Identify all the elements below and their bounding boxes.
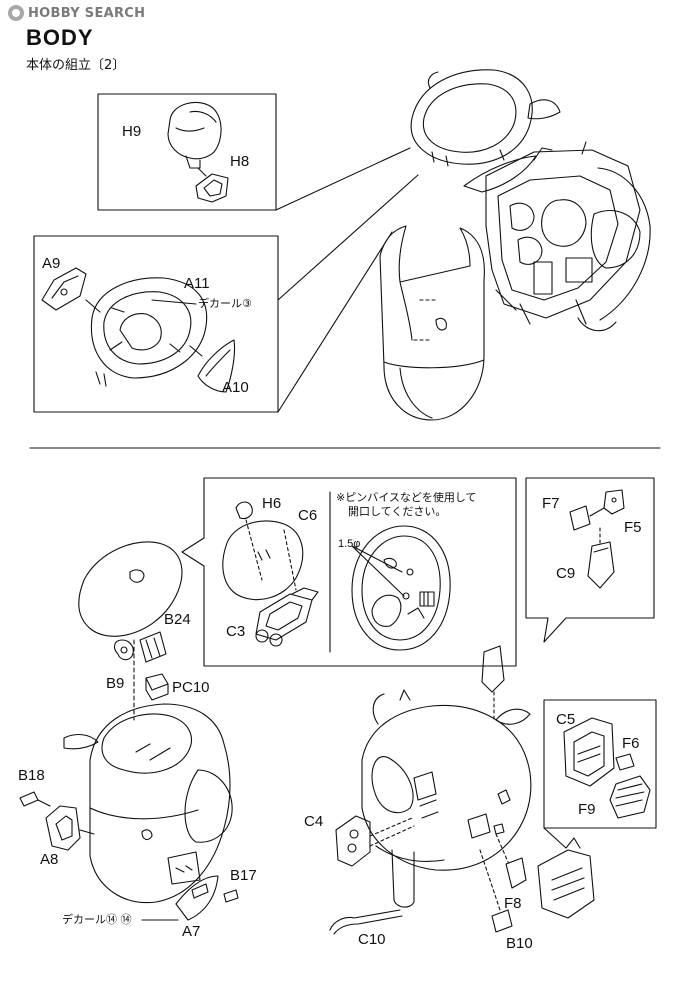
main-body-assembly-top: [410, 69, 651, 332]
label-b18: B18: [18, 767, 45, 784]
label-f7: F7: [542, 495, 560, 512]
callout-box-h9-h8: [97, 93, 277, 211]
part-h9-head: [167, 102, 222, 169]
part-b17: [223, 889, 239, 903]
part-b18: [19, 791, 39, 807]
label-c4: C4: [304, 813, 324, 830]
label-c5: C5: [556, 711, 576, 728]
guide-line: [369, 817, 415, 847]
front-shell-top: [379, 225, 485, 421]
label-decal-14: デカール⑭ ⑭: [62, 913, 132, 926]
page-title: BODY: [26, 25, 94, 50]
callout-box-a11: [33, 235, 279, 413]
drill-note-line1: ※ピンバイスなどを使用して: [336, 491, 477, 504]
drill-size-label: 1.5φ: [338, 538, 361, 550]
callout-box-f7-f5: [525, 477, 655, 643]
part-a7: [175, 875, 219, 921]
label-a7: A7: [182, 923, 201, 940]
part-c4: [335, 815, 371, 867]
label-h8: H8: [230, 153, 250, 170]
label-h9: H9: [122, 123, 142, 140]
part-a8: [45, 805, 81, 851]
part-f9: [609, 775, 651, 819]
part-c6-disc: [222, 520, 304, 601]
label-f5: F5: [624, 519, 642, 536]
part-a9: [41, 267, 87, 311]
part-c10: [329, 909, 403, 935]
label-pc10: PC10: [172, 679, 210, 696]
part-f7: [569, 505, 591, 531]
label-a9: A9: [42, 255, 61, 272]
drill-leader: [351, 545, 405, 597]
part-h8: [195, 173, 229, 203]
label-c9: C9: [556, 565, 576, 582]
arrow: [189, 345, 203, 357]
page-subtitle: 本体の組立〔2〕: [26, 58, 126, 73]
hobby-search-logo-icon: [8, 5, 24, 21]
watermark-text: HOBBY SEARCH: [28, 5, 146, 21]
callout-leader: [543, 827, 567, 849]
guide-line: [283, 529, 297, 591]
drill-hatch: [351, 525, 451, 651]
decal3-leader: [151, 299, 197, 305]
arrow: [85, 299, 101, 313]
part-c9: [587, 541, 615, 589]
label-a10: A10: [222, 379, 249, 396]
guide-line: [479, 833, 509, 911]
drill-leader: [351, 545, 403, 573]
label-f6: F6: [622, 735, 640, 752]
arrow: [589, 507, 605, 517]
label-f9: F9: [578, 801, 596, 818]
arrow: [197, 167, 207, 177]
part-f8: [505, 857, 527, 889]
part-f5: [603, 489, 625, 515]
label-b24: B24: [164, 611, 191, 628]
part-b24: [139, 631, 167, 663]
main-body-assembly-left: [63, 703, 233, 904]
label-c10: C10: [358, 931, 386, 948]
leader-line: [277, 231, 393, 413]
part-a11-hull: [90, 277, 208, 387]
leader-line: [277, 174, 419, 301]
label-c3: C3: [226, 623, 246, 640]
part-h6: [235, 501, 253, 520]
part-b10: [491, 909, 513, 933]
guide-line: [245, 519, 263, 581]
label-a11: A11: [184, 275, 210, 292]
callout-box-h6-c6: [181, 477, 517, 667]
part-c5-installed: [537, 837, 595, 919]
label-b10: B10: [506, 935, 533, 952]
part-c5: [563, 717, 615, 787]
label-decal-3: デカール③: [198, 297, 252, 310]
label-b9: B9: [106, 675, 125, 692]
part-disc: [78, 541, 183, 637]
part-c9-installed: [481, 645, 505, 693]
arrow: [79, 829, 95, 835]
part-b9: [113, 639, 134, 661]
part-f6: [615, 753, 635, 771]
label-h6: H6: [262, 495, 282, 512]
main-body-assembly-right: [361, 689, 532, 908]
part-c3: [255, 587, 319, 647]
label-a8: A8: [40, 851, 59, 868]
label-b17: B17: [230, 867, 257, 884]
arrow: [37, 799, 51, 807]
part-pc10: [145, 673, 169, 701]
label-c6: C6: [298, 507, 318, 524]
part-a10-fin: [197, 339, 236, 393]
watermark: HOBBY SEARCH: [8, 4, 145, 22]
callout-box-c5-f6: [543, 699, 657, 829]
label-f8: F8: [504, 895, 522, 912]
leader-line: [275, 147, 411, 211]
drill-note-line2: 開口してください。: [348, 505, 447, 518]
